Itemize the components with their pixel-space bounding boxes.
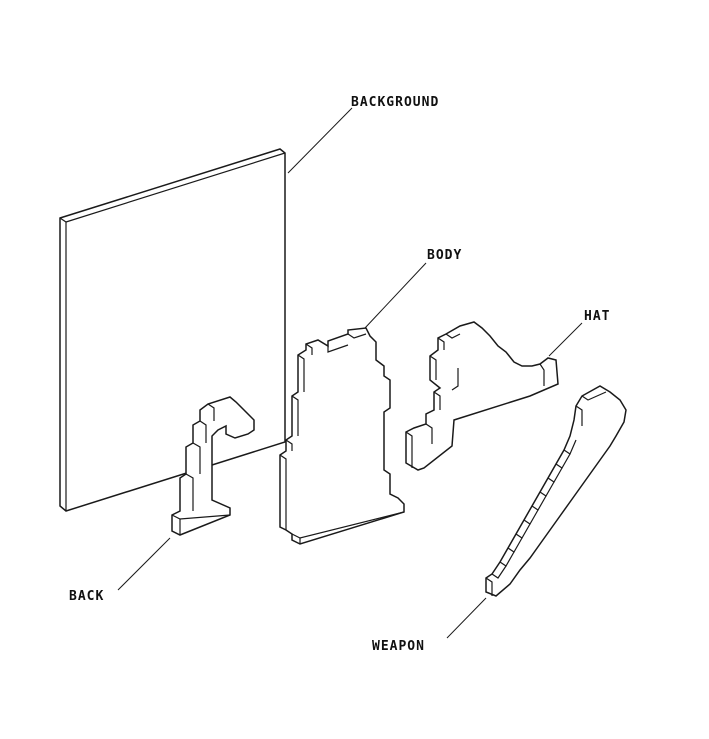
weapon-label: WEAPON: [372, 639, 425, 654]
background-label: BACKGROUND: [351, 95, 439, 110]
body-leader-line: [364, 262, 427, 329]
body-layer: [279, 327, 405, 545]
background-layer: [59, 148, 286, 512]
hat-leader-line: [548, 322, 583, 357]
back-label: BACK: [69, 589, 104, 604]
body-label: BODY: [427, 248, 462, 263]
back-layer: [171, 396, 255, 536]
weapon-layer: [485, 385, 627, 597]
hat-label: HAT: [584, 309, 610, 324]
hat-layer: [405, 321, 559, 471]
weapon-leader-line: [446, 597, 487, 639]
back-leader-line: [117, 537, 171, 591]
background-leader-line: [287, 107, 353, 174]
